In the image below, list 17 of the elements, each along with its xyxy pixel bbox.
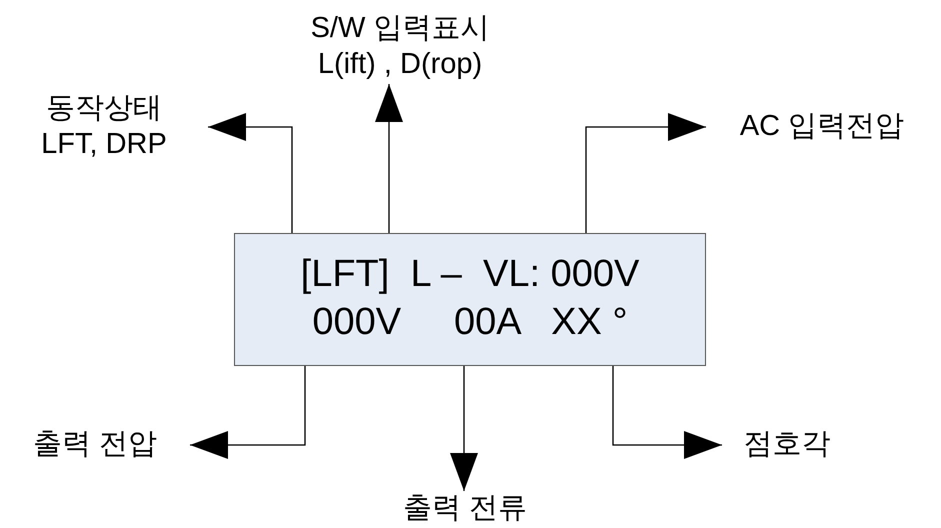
display-line: [LFT] L – VL: 000V xyxy=(300,252,640,297)
arrow xyxy=(450,366,478,491)
callout-text: 출력 전압 xyxy=(0,426,190,464)
callout-text: 동작상태 xyxy=(45,91,163,126)
display-box xyxy=(234,233,706,366)
callout-text: LFT, DRP xyxy=(40,127,168,162)
arrow xyxy=(375,84,403,233)
callout-text: 출력 전류 xyxy=(360,491,570,525)
arrow xyxy=(585,113,706,233)
callout-text: S/W 입력표시 xyxy=(310,11,490,46)
display-line: 000V 00A XX ° xyxy=(311,300,629,345)
callout-text: L(ift) , D(rop) xyxy=(316,47,484,82)
callout-text: 점호각 xyxy=(722,426,852,464)
callout-text: AC 입력전압 xyxy=(706,108,938,146)
arrow xyxy=(208,113,293,233)
arrow xyxy=(612,366,722,459)
arrow xyxy=(190,366,306,459)
